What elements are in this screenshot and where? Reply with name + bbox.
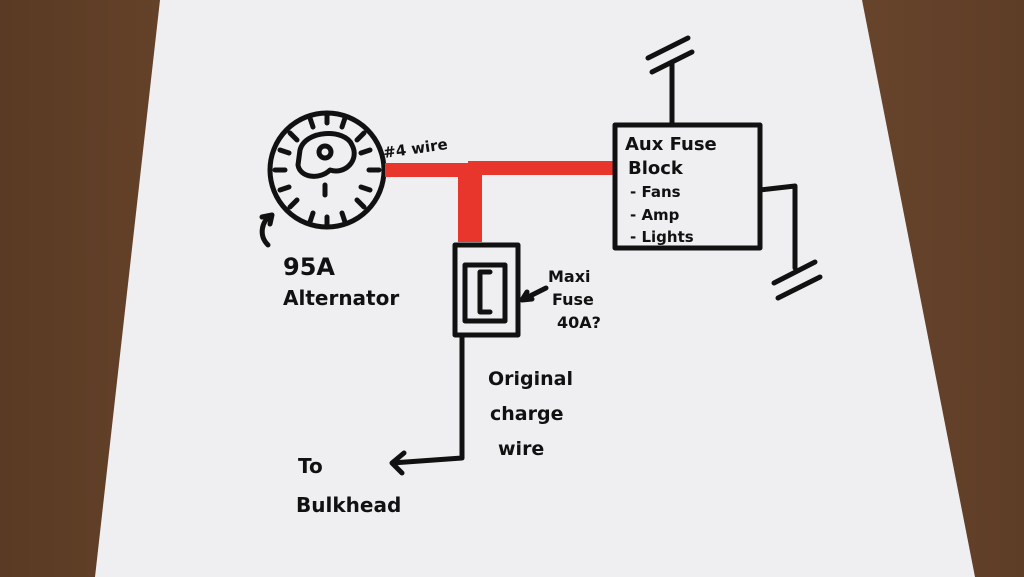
maxi-fuse-label-2: Fuse [552, 290, 594, 309]
maxi-fuse-label-1: Maxi [548, 267, 591, 286]
ground-break-top [645, 35, 695, 128]
aux-fuse-item: - Amp [630, 206, 680, 224]
alternator-symbol [267, 110, 387, 230]
aux-fuse-item: - Fans [630, 183, 681, 201]
charge-wire-label-3: wire [498, 438, 544, 460]
alternator-label: Alternator [283, 286, 399, 310]
paper-sheet [95, 0, 975, 577]
maxi-fuse-symbol [452, 242, 521, 338]
charge-wire-label-1: Original [488, 368, 573, 390]
red-power-wire [385, 161, 616, 242]
charge-wire-label-2: charge [490, 403, 563, 425]
maxi-fuse-label-3: 40A? [557, 313, 601, 332]
aux-fuse-block-title-2: Block [628, 158, 684, 179]
aux-fuse-block-title-1: Aux Fuse [625, 134, 717, 155]
aux-fuse-item: - Lights [630, 228, 694, 246]
alternator-pointer-arrow [259, 212, 275, 248]
aux-fuse-block-box [612, 122, 763, 251]
alternator-rating-label: 95A [283, 253, 335, 281]
bulkhead-label-1: To [298, 454, 323, 478]
ground-break-right [757, 183, 823, 301]
bulkhead-label-2: Bulkhead [296, 493, 401, 517]
charge-wire [389, 332, 465, 476]
fuse-pointer-arrow [519, 285, 549, 303]
